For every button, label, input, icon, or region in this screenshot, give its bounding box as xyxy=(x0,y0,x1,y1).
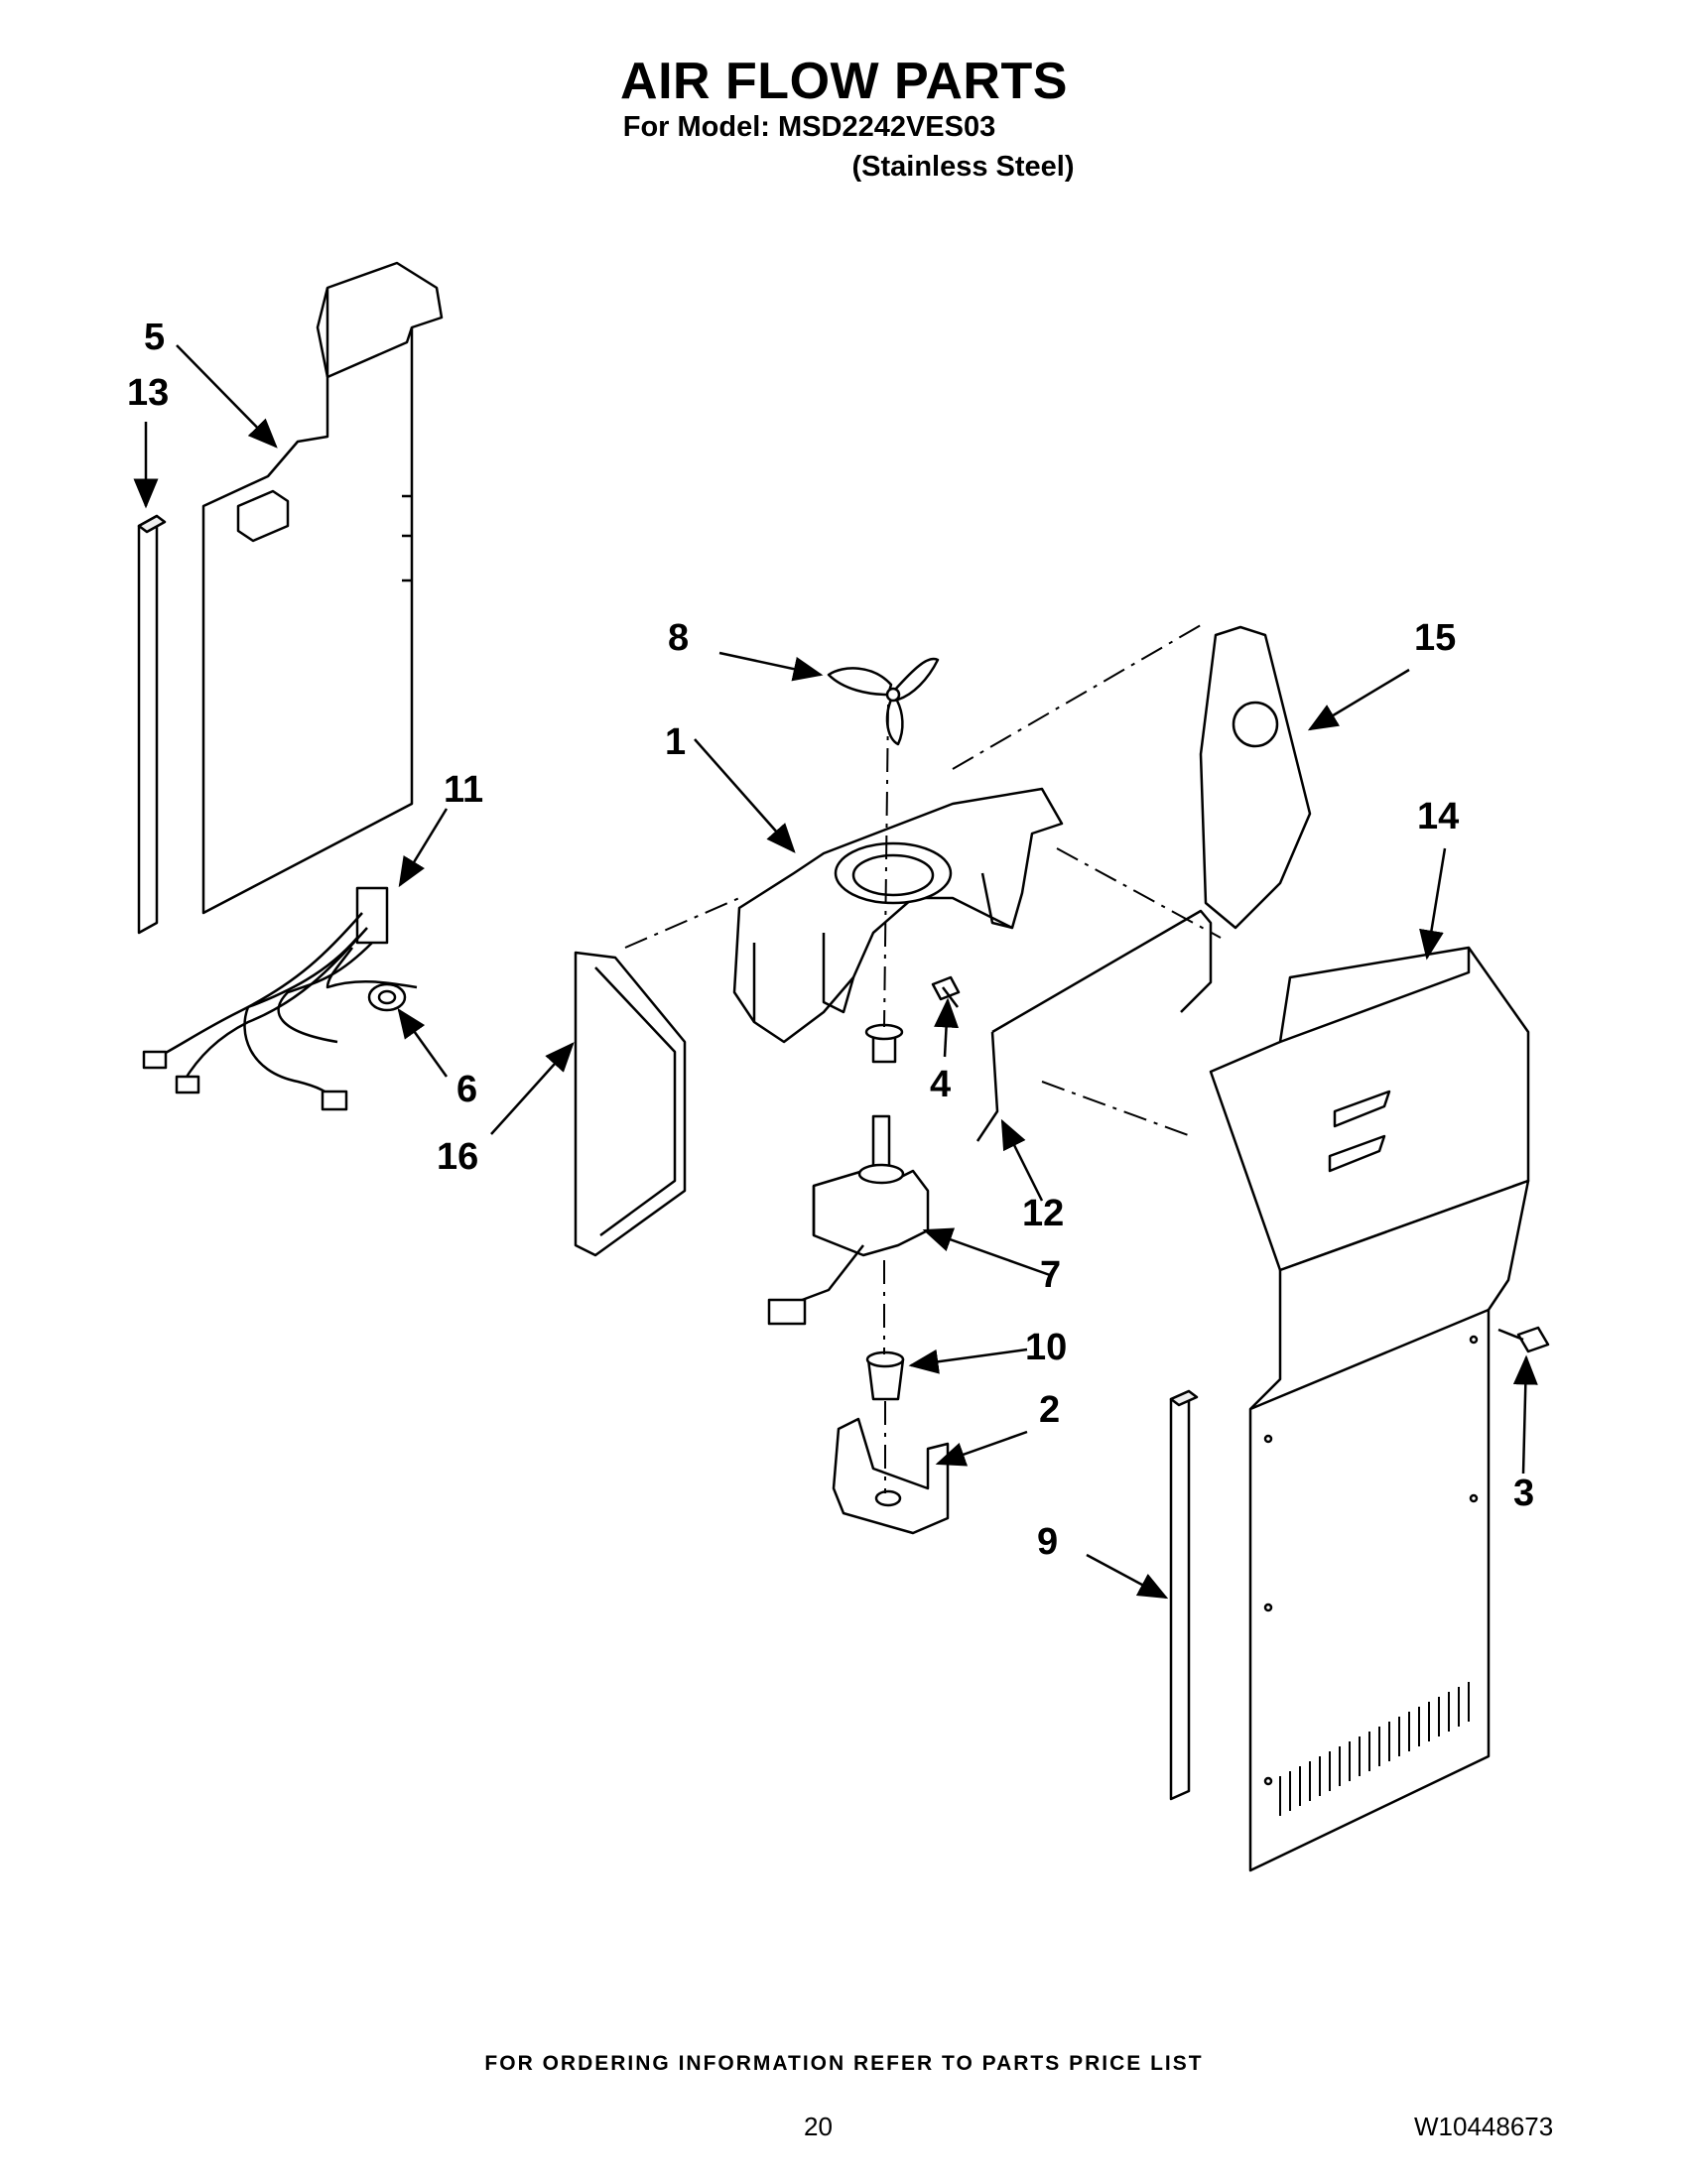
callout-8: 8 xyxy=(668,617,689,659)
finish-line: (Stainless Steel) xyxy=(851,151,1075,183)
part-4-screw xyxy=(931,975,961,1008)
callout-7: 7 xyxy=(1040,1254,1061,1296)
callout-3: 3 xyxy=(1513,1473,1534,1514)
part-10-grommet-lower xyxy=(865,1350,905,1401)
callout-9: 9 xyxy=(1037,1521,1058,1563)
callout-12: 12 xyxy=(1022,1193,1064,1234)
assembly-lines xyxy=(624,624,1222,1493)
part-6-grommet xyxy=(367,982,407,1012)
part-10-grommet-upper xyxy=(864,1023,904,1064)
callout-15: 15 xyxy=(1414,617,1456,659)
callout-10: 10 xyxy=(1025,1327,1067,1368)
ordering-info-note: FOR ORDERING INFORMATION REFER TO PARTS … xyxy=(484,2052,1204,2075)
callout-1: 1 xyxy=(665,721,686,763)
callout-13: 13 xyxy=(127,372,169,414)
part-12-wire-bracket xyxy=(975,909,1213,1142)
model-line: For Model: MSD2242VES03 xyxy=(622,111,996,143)
part-14-rear-panel xyxy=(1248,1179,1530,1872)
part-1-fan-housing xyxy=(732,787,1064,1044)
callout-6: 6 xyxy=(456,1069,477,1110)
callout-2: 2 xyxy=(1039,1389,1060,1431)
part-3-screw xyxy=(1497,1326,1550,1353)
callout-11: 11 xyxy=(444,769,483,811)
callout-4: 4 xyxy=(930,1064,951,1105)
leader-arrows xyxy=(133,344,1538,1600)
callout-16: 16 xyxy=(437,1136,478,1178)
document-number: W10448673 xyxy=(1414,2112,1554,2141)
part-9-gasket-strip xyxy=(1169,1389,1199,1801)
page-title: AIR FLOW PARTS xyxy=(620,53,1068,110)
part-15-right-baffle xyxy=(1199,625,1312,930)
part-5-air-duct-panel xyxy=(201,261,444,915)
callout-labels: 1 2 3 4 5 6 7 8 9 10 11 12 13 14 15 16 xyxy=(127,317,1534,1563)
callout-14: 14 xyxy=(1417,796,1459,837)
part-8-fan-blade xyxy=(827,657,940,746)
callout-5: 5 xyxy=(144,317,165,358)
part-7-fan-motor xyxy=(767,1114,930,1326)
part-11-wire-harness xyxy=(142,886,418,1111)
part-14-cover-panel xyxy=(1209,946,1530,1272)
part-16-left-baffle xyxy=(574,951,687,1257)
page-number: 20 xyxy=(804,2112,833,2141)
part-2-motor-bracket xyxy=(832,1417,950,1535)
part-13-gasket-strip xyxy=(137,514,167,935)
